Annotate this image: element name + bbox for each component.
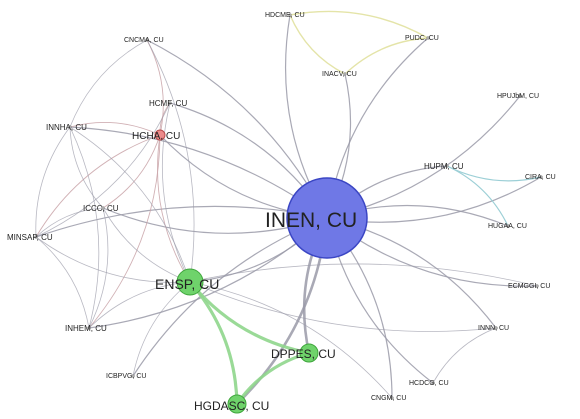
node-iccc[interactable]: [101, 206, 105, 210]
node-inacv[interactable]: [343, 72, 347, 76]
edge-ensp-ecmggi: [189, 263, 538, 287]
node-label-minsap: MINSAP, CU: [7, 233, 53, 242]
node-cira[interactable]: [539, 175, 543, 179]
edge-ensp-innn: [189, 281, 497, 332]
edge-innha-inhem: [69, 126, 100, 329]
node-label-iccc: ICCC, CU: [83, 204, 119, 213]
edge-inacv-pudc: [344, 37, 429, 75]
node-label-inen: INEN, CU: [265, 209, 357, 232]
edge-minsap-inhem: [35, 236, 90, 329]
edge-hcha-inhem: [88, 134, 161, 329]
edge-iccc-minsap: [35, 207, 104, 238]
edge-iccc-inhem: [88, 207, 109, 329]
node-dppes[interactable]: [299, 343, 319, 363]
edge-iccc-ensp: [102, 207, 191, 283]
node-hpujbm[interactable]: [518, 94, 522, 98]
node-inhem[interactable]: [87, 326, 91, 330]
node-ecmggi[interactable]: [535, 284, 539, 288]
edge-hdcme-inacv: [289, 14, 346, 75]
edge-cncma-innha: [69, 39, 148, 128]
node-label-hugaa: HUGAA, CU: [488, 223, 527, 230]
node-inen[interactable]: [286, 177, 368, 259]
node-cngm[interactable]: [390, 396, 394, 400]
edge-hcha-ensp: [157, 134, 191, 283]
node-hgdasc[interactable]: [227, 394, 247, 414]
node-cncma[interactable]: [145, 38, 149, 42]
node-label-hdcme: HDCME, CU: [265, 12, 305, 19]
edge-innha-iccc: [69, 126, 104, 209]
node-label-cngm: CNGM, CU: [371, 395, 406, 402]
node-label-hupm: HUPM, CU: [424, 162, 464, 171]
node-label-hcdcg: HCDCG, CU: [409, 380, 449, 387]
edge-cncma-ensp: [146, 39, 195, 283]
node-label-innn: INNN, CU: [478, 325, 509, 332]
node-label-inhem: INHEM, CU: [65, 324, 107, 333]
node-label-pudc: PUDC, CU: [405, 35, 439, 42]
label-layer: INEN, CU ENSP, CU DPPES, CU HGDASC, CU HCHA,…: [7, 12, 556, 413]
edge-ensp-icbpvg: [132, 281, 191, 377]
edge-innha-ensp: [69, 126, 191, 283]
node-label-ensp: ENSP, CU: [155, 276, 219, 292]
edge-ensp-hgdasc: [188, 280, 239, 405]
edge-hdcme-pudc: [289, 10, 429, 39]
edge-minsap-ensp: [35, 236, 191, 283]
node-label-icbpvg: ICBPVG, CU: [106, 373, 146, 380]
node-hupm[interactable]: [445, 164, 449, 168]
edge-hcha-innha: [69, 121, 161, 136]
node-hcdcg[interactable]: [431, 381, 435, 385]
node-label-hcha: HCHA, CU: [132, 131, 180, 142]
node-innn[interactable]: [494, 326, 498, 330]
node-label-dppes: DPPES, CU: [271, 347, 336, 361]
node-label-cncma: CNCMA, CU: [124, 37, 164, 44]
node-label-innha: INNHA, CU: [46, 123, 87, 132]
edge-innha-minsap: [35, 126, 71, 238]
edge-hcha-minsap: [35, 134, 161, 238]
node-pudc[interactable]: [426, 36, 430, 40]
edge-hupm-hugaa: [446, 165, 509, 227]
node-label-ecmggi: ECMGGI, CU: [508, 283, 550, 290]
node-hdcme[interactable]: [288, 13, 292, 17]
node-ensp[interactable]: [176, 268, 204, 296]
node-label-cira: CIRA, CU: [525, 174, 556, 181]
edge-ensp-cngm: [189, 281, 393, 399]
edge-innn-hcdcg: [432, 327, 497, 384]
node-label-hcmf: HCMF, CU: [149, 99, 187, 108]
node-hcha[interactable]: [154, 129, 166, 141]
node-label-hgdasc: HGDASC, CU: [194, 399, 269, 413]
node-icbpvg[interactable]: [131, 374, 135, 378]
node-hugaa[interactable]: [506, 224, 510, 228]
edge-hcmf-minsap: [35, 102, 171, 238]
edge-hcha-iccc: [102, 134, 161, 209]
edge-hcmf-ensp: [161, 102, 191, 283]
node-label-inacv: INACV, CU: [322, 71, 357, 78]
node-hcmf[interactable]: [168, 101, 172, 105]
node-layer: [34, 13, 543, 414]
node-minsap[interactable]: [34, 235, 38, 239]
node-innha[interactable]: [68, 125, 72, 129]
node-label-hpujbm: HPUJbM, CU: [497, 93, 539, 100]
